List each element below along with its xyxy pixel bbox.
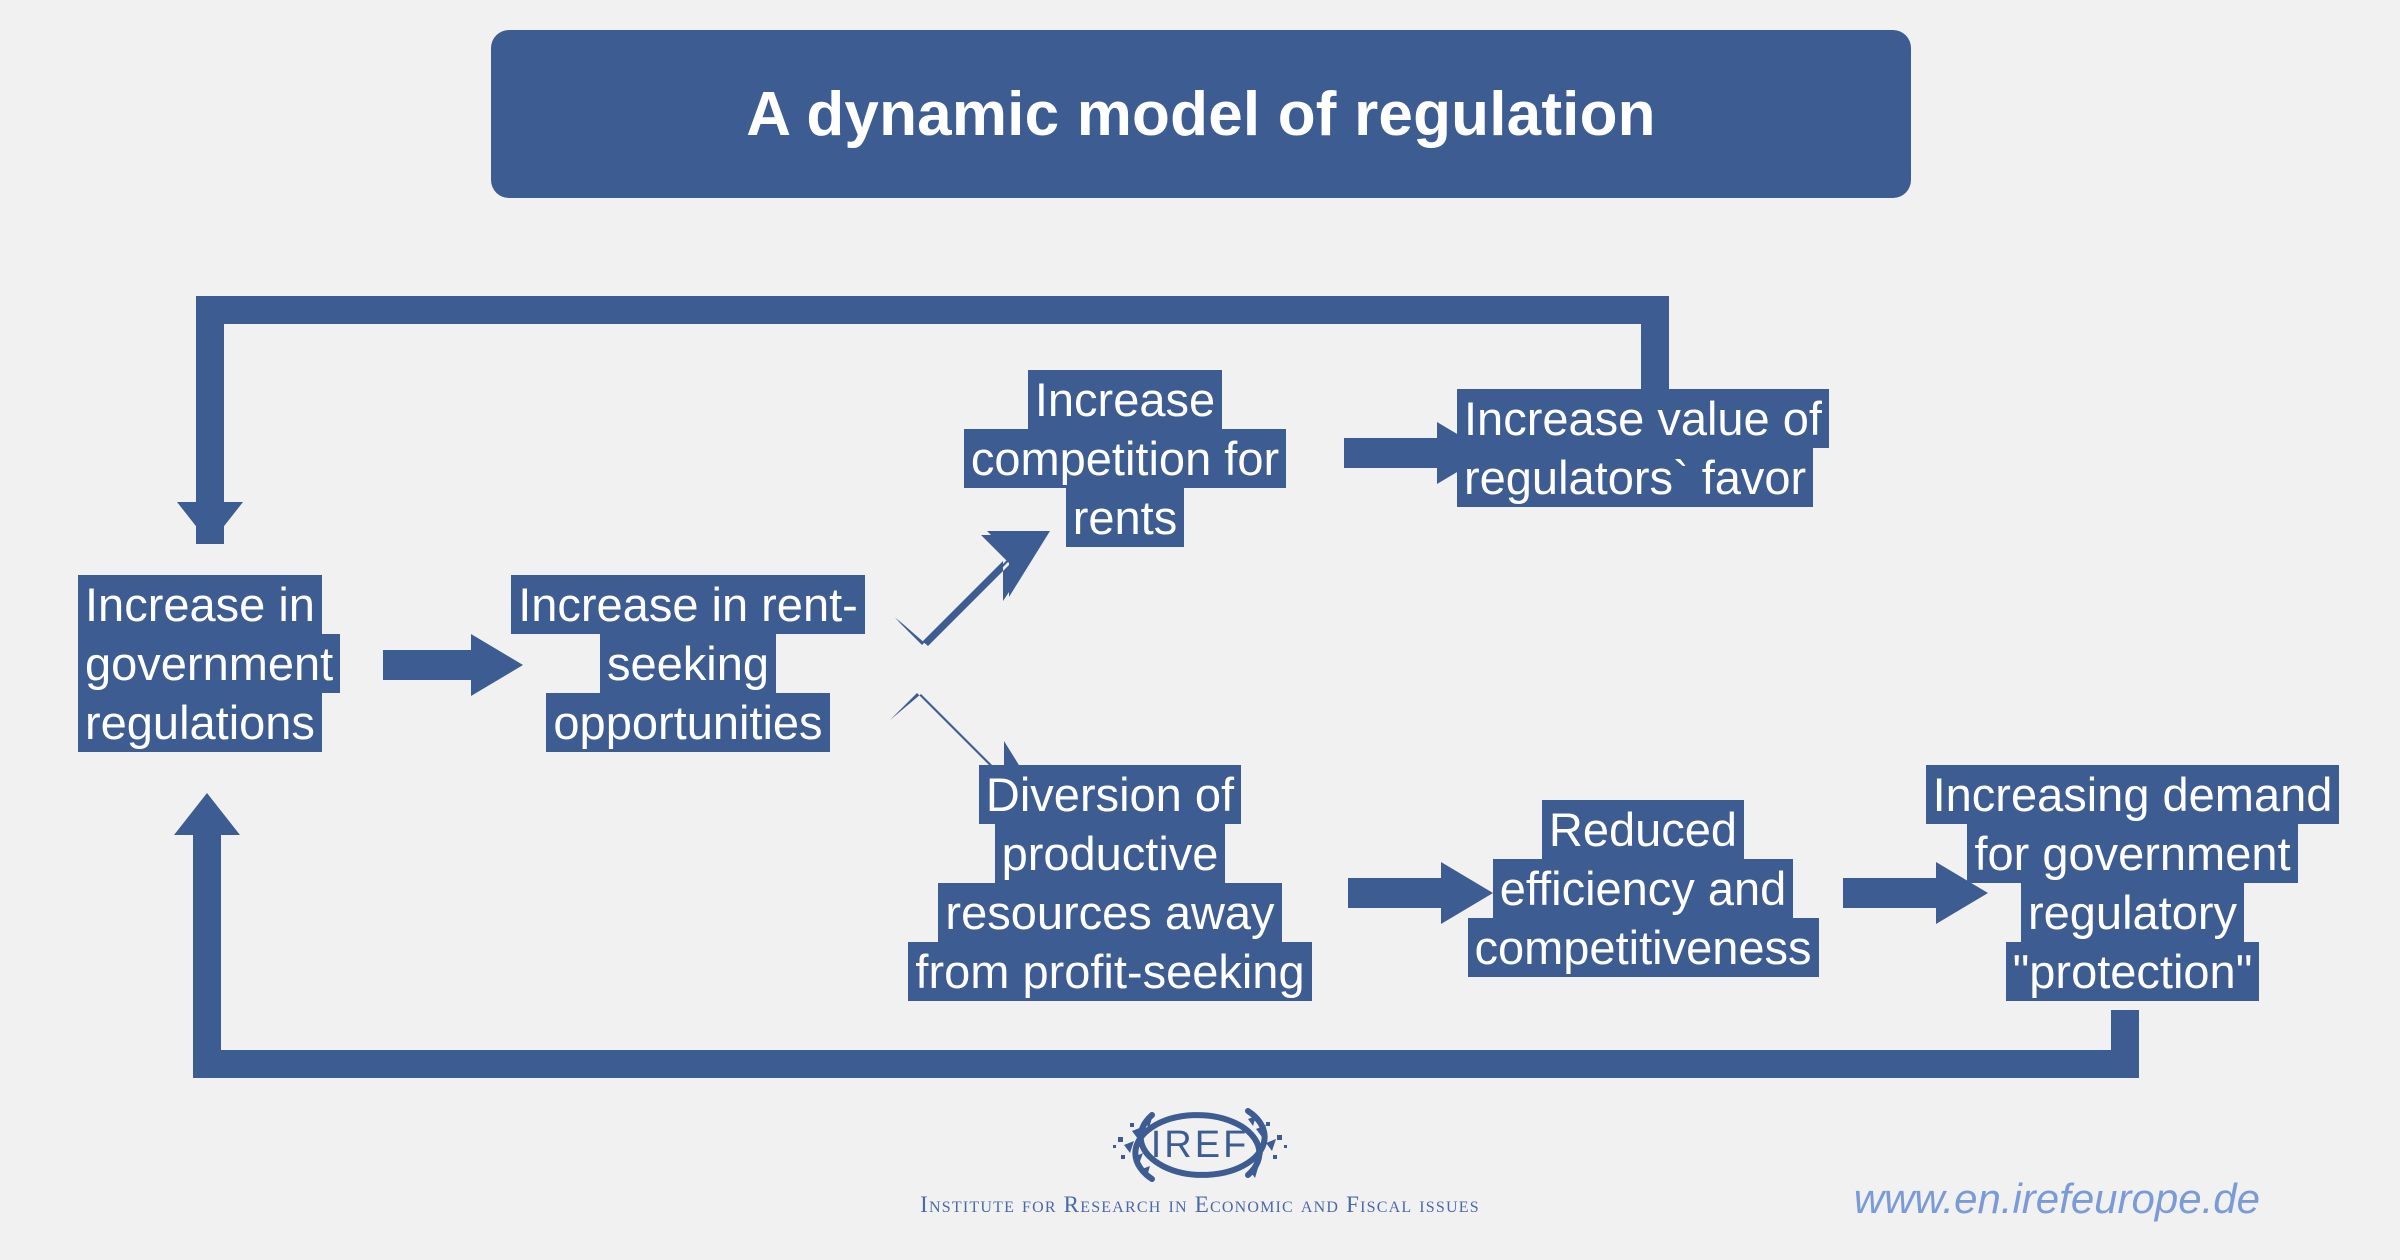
node-increase-government-regulations[interactable]: Increase in government regulations bbox=[78, 575, 341, 752]
node-line: resources away bbox=[938, 883, 1282, 942]
node-line: government bbox=[78, 634, 341, 693]
node-increase-rent-seeking-opportunities[interactable]: Increase in rent- seeking opportunities bbox=[508, 575, 868, 752]
title-banner: A dynamic model of regulation bbox=[491, 30, 1911, 198]
iref-tagline: Institute for Research in Economic and F… bbox=[920, 1192, 1480, 1217]
node-line: regulations bbox=[78, 693, 322, 752]
node-line: regulators` favor bbox=[1457, 448, 1814, 507]
arrow-regulations-to-rentseeking-icon bbox=[383, 634, 523, 696]
arrow-rentseeking-to-competition-icon bbox=[895, 505, 1065, 655]
node-line: Increase in bbox=[78, 575, 322, 634]
feedback-bottom-right-riser bbox=[2111, 1010, 2139, 1078]
node-line: efficiency and bbox=[1492, 859, 1794, 918]
node-line: from profit-seeking bbox=[908, 942, 1312, 1001]
node-line: rents bbox=[1065, 488, 1185, 547]
arrow-diversion-to-reducedefficiency-icon bbox=[1348, 862, 1493, 924]
node-line: competitiveness bbox=[1467, 918, 1819, 977]
node-increase-competition-for-rents[interactable]: Increase competition for rents bbox=[935, 370, 1315, 547]
node-line: regulatory bbox=[2021, 883, 2244, 942]
node-line: Increase bbox=[1027, 370, 1223, 429]
node-line: Reduced bbox=[1541, 800, 1745, 859]
feedback-bottom-left-riser bbox=[193, 835, 221, 1063]
node-line: Increase value of bbox=[1457, 389, 1829, 448]
node-line: Diversion of bbox=[978, 765, 1242, 824]
feedback-bottom-horizontal-rail bbox=[193, 1050, 2139, 1078]
feedback-top-arrowhead-icon bbox=[177, 502, 243, 544]
node-reduced-efficiency-and-competitiveness[interactable]: Reduced efficiency and competitiveness bbox=[1448, 800, 1838, 977]
node-line: competition for bbox=[963, 429, 1287, 488]
node-line: "protection" bbox=[2005, 942, 2260, 1001]
svg-text:IREF: IREF bbox=[1151, 1124, 1250, 1166]
feedback-top-horizontal-rail bbox=[196, 296, 1669, 324]
website-url[interactable]: www.en.irefeurope.de bbox=[1853, 1175, 2260, 1222]
node-line: for government bbox=[1967, 824, 2298, 883]
node-increasing-demand-for-regulatory-protection[interactable]: Increasing demand for government regulat… bbox=[1895, 765, 2370, 1001]
node-line: Increasing demand bbox=[1925, 765, 2340, 824]
node-line: productive bbox=[994, 824, 1226, 883]
iref-logo: IREF bbox=[1080, 1095, 1320, 1195]
feedback-top-right-drop bbox=[1641, 296, 1669, 391]
node-increase-value-of-regulators-favor[interactable]: Increase value of regulators` favor bbox=[1457, 389, 1829, 507]
node-line: seeking bbox=[600, 634, 776, 693]
feedback-bottom-arrowhead-icon bbox=[174, 793, 240, 835]
page-title: A dynamic model of regulation bbox=[746, 79, 1656, 149]
node-line: opportunities bbox=[546, 693, 830, 752]
node-line: Increase in rent- bbox=[511, 575, 865, 634]
node-diversion-of-productive-resources[interactable]: Diversion of productive resources away f… bbox=[880, 765, 1340, 1001]
